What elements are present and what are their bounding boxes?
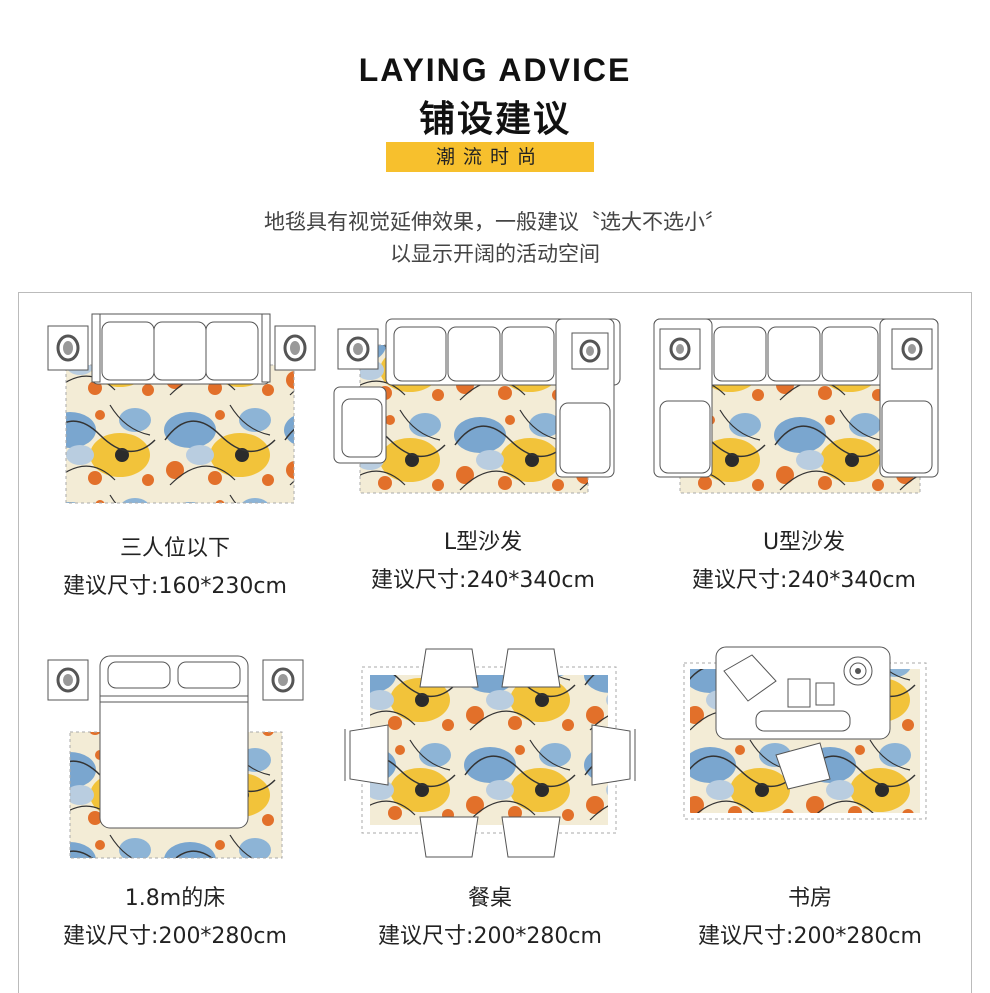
chair-icon: [775, 742, 831, 790]
card-caption-u-sofa: U型沙发 建议尺寸:240*340cm: [644, 524, 964, 594]
card-caption-three-seat: 三人位以下 建议尺寸:160*230cm: [15, 530, 335, 600]
rug: [65, 364, 295, 504]
scene-bed: [47, 655, 304, 859]
card-name: 书房: [787, 886, 832, 911]
card-caption-l-sofa: L型沙发 建议尺寸:240*340cm: [323, 524, 643, 594]
card-name: 1.8m的床: [124, 886, 226, 911]
sofa-icon: [91, 313, 271, 385]
card-name: U型沙发: [762, 530, 846, 555]
card-caption-dining: 餐桌 建议尺寸:200*280cm: [330, 880, 650, 950]
scene-study: [683, 646, 927, 820]
scene-l-shaped-sofa: [333, 318, 621, 494]
card-caption-study: 书房 建议尺寸:200*280cm: [650, 880, 970, 950]
l-sofa-icon: [385, 318, 621, 478]
side-table-left: [47, 325, 89, 371]
title-en: LAYING ADVICE: [358, 52, 632, 88]
card-size: 建议尺寸:240*340cm: [371, 568, 595, 593]
card-size: 建议尺寸:160*230cm: [63, 574, 287, 599]
desk-icon: [715, 646, 891, 740]
nightstand-right: [262, 659, 304, 701]
description-line-1: 地毯具有视觉延伸效果，一般建议〝选大不选小〞: [264, 210, 726, 234]
card-size: 建议尺寸:240*340cm: [692, 568, 916, 593]
title-cn: 铺设建议: [418, 99, 571, 140]
scene-dining-table: [344, 648, 636, 858]
card-size: 建议尺寸:200*280cm: [63, 924, 287, 949]
armchair-icon: [333, 386, 387, 464]
bed-icon: [99, 655, 249, 829]
card-name: L型沙发: [443, 530, 523, 555]
card-name: 三人位以下: [119, 536, 230, 561]
u-sofa-icon: [653, 318, 939, 478]
card-caption-bed: 1.8m的床 建议尺寸:200*280cm: [15, 880, 335, 950]
layout-frame: [18, 292, 972, 993]
card-name: 餐桌: [467, 886, 512, 911]
card-size: 建议尺寸:200*280cm: [378, 924, 602, 949]
side-table-right: [274, 325, 316, 371]
card-size: 建议尺寸:200*280cm: [698, 924, 922, 949]
description-line-2: 以显示开阔的活动空间: [390, 242, 600, 266]
scene-u-shaped-sofa: [653, 318, 939, 494]
dining-chair-icon: [344, 648, 636, 858]
scene-three-seat-sofa: [47, 313, 316, 504]
side-table: [337, 328, 379, 370]
tag-badge: 潮流时尚: [386, 142, 594, 172]
rug-pattern: [370, 675, 608, 825]
nightstand-left: [47, 659, 89, 701]
